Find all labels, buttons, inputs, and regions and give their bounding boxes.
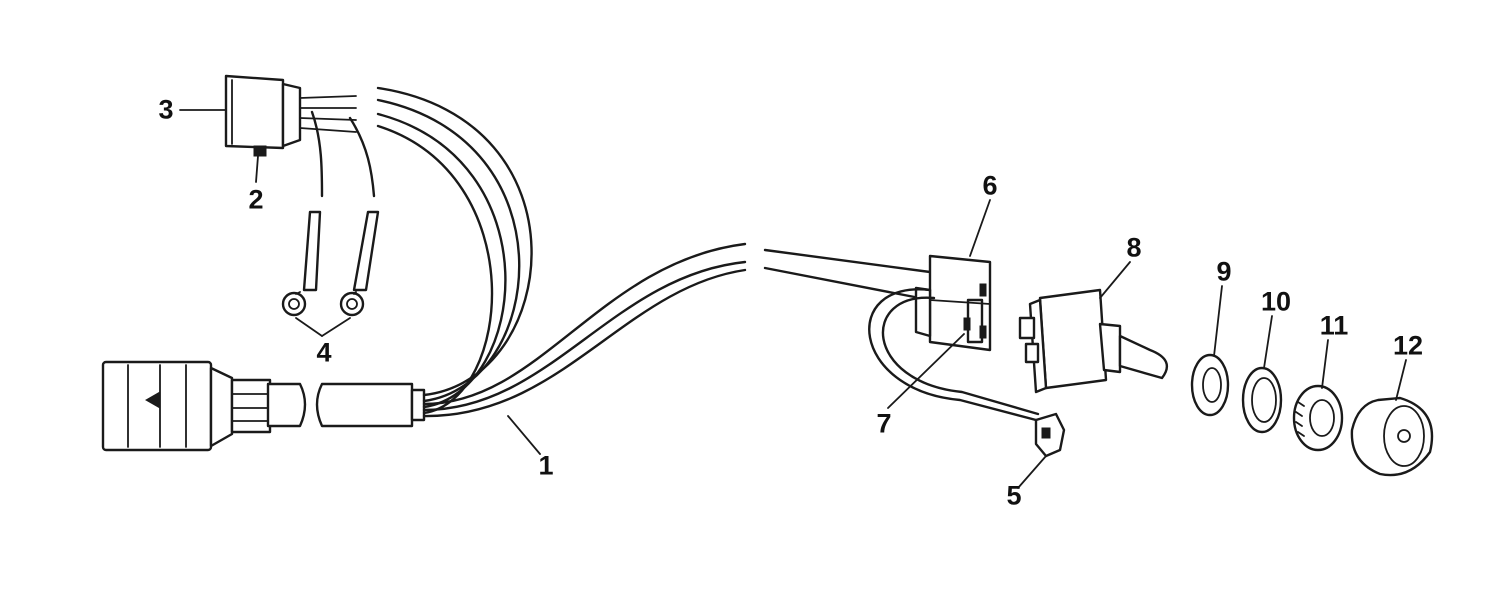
- callout-4: 4: [316, 337, 332, 368]
- callout-11: 11: [1319, 310, 1349, 341]
- callout-5: 5: [1006, 480, 1022, 511]
- wire-clip: [1034, 412, 1066, 458]
- callout-2: 2: [248, 184, 264, 215]
- switch-plug: [914, 254, 992, 352]
- boot-cap: [1350, 396, 1434, 477]
- washer: [1241, 366, 1283, 434]
- harness-main-connector: [101, 360, 272, 452]
- clip-loop-wire: [868, 288, 1040, 422]
- harness-right-wires: [422, 242, 932, 418]
- callout-12: 12: [1392, 330, 1424, 361]
- hex-nut: [1190, 353, 1230, 417]
- callout-1: 1: [538, 450, 554, 481]
- callout-7: 7: [876, 408, 892, 439]
- callout-6: 6: [982, 170, 998, 201]
- callout-9: 9: [1216, 256, 1232, 287]
- knurled-nut: [1292, 384, 1344, 452]
- connector-housing: [224, 74, 357, 157]
- ring-terminal-leads: [310, 110, 376, 198]
- leader-lines: [179, 109, 1407, 489]
- ring-terminals: [281, 210, 380, 317]
- harness-upper-wires: [376, 86, 533, 415]
- callout-10: 10: [1260, 286, 1292, 317]
- harness-cable-sheath: [266, 382, 426, 428]
- callout-8: 8: [1126, 232, 1142, 263]
- callout-3: 3: [158, 94, 174, 125]
- toggle-switch: [1018, 288, 1169, 394]
